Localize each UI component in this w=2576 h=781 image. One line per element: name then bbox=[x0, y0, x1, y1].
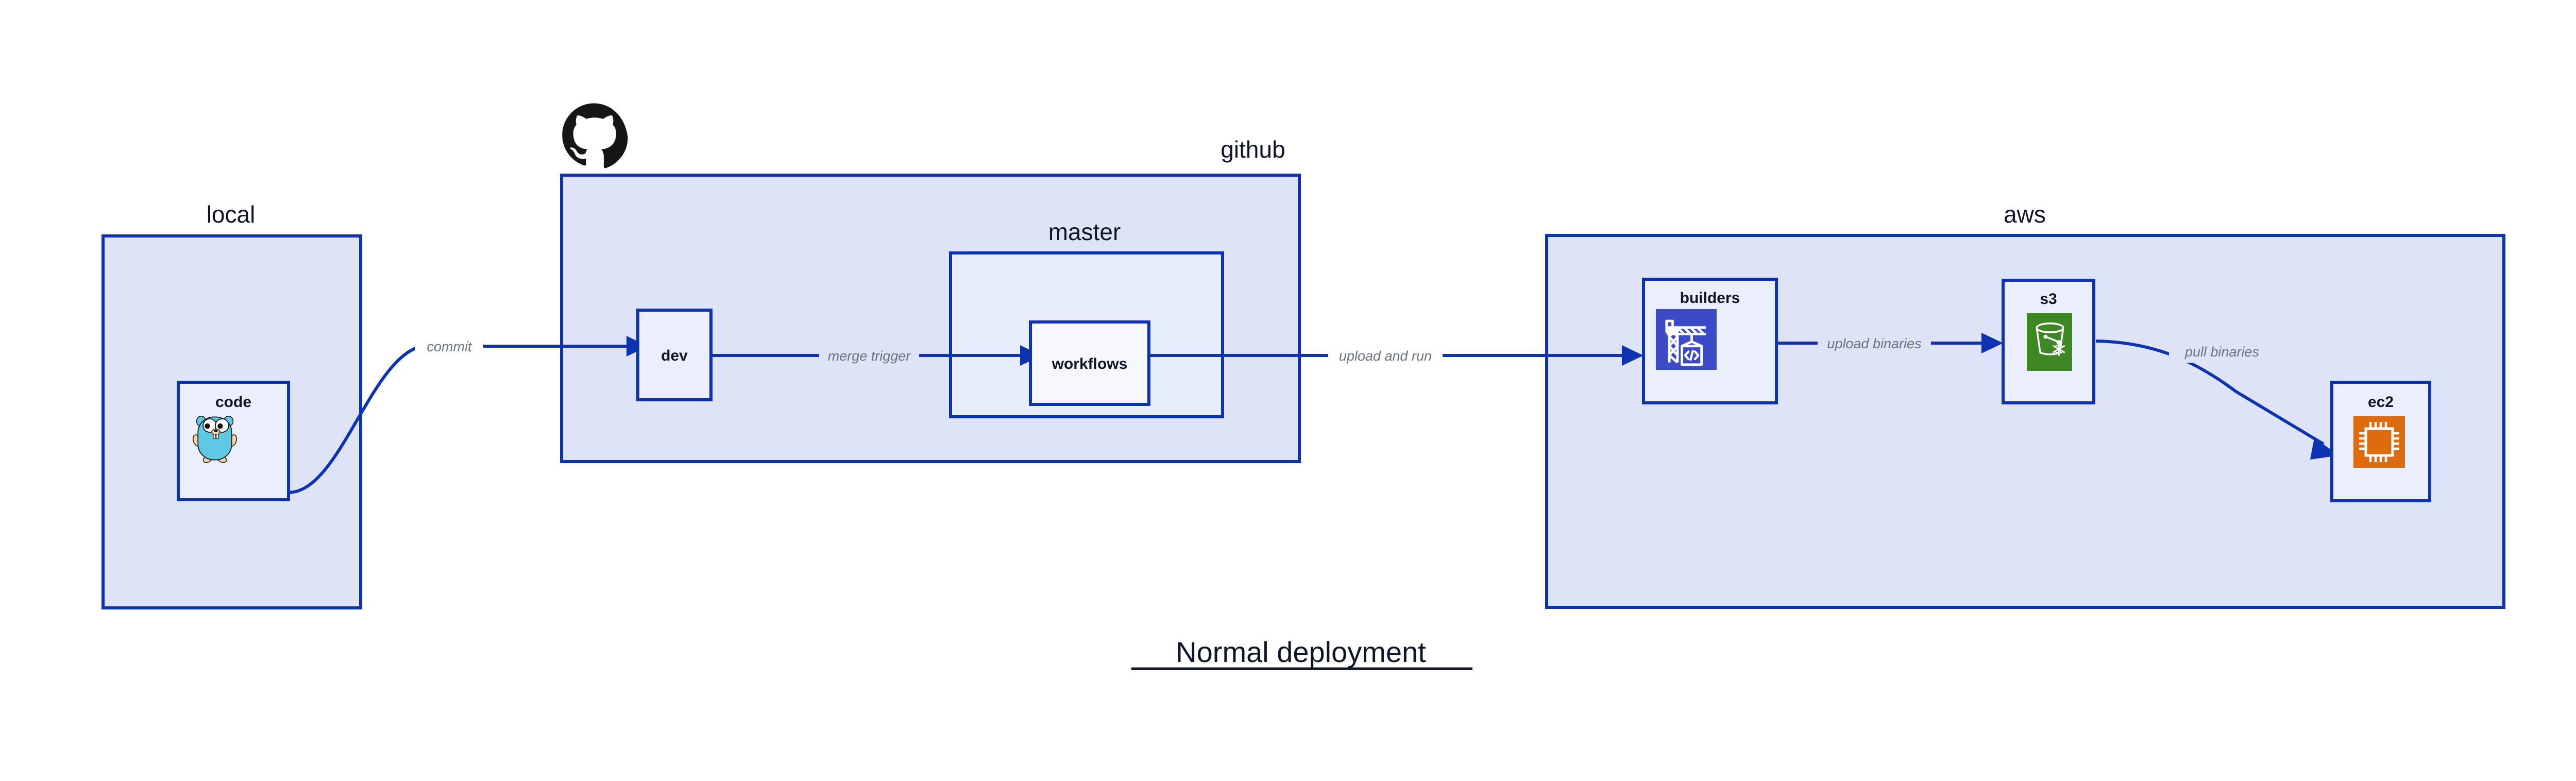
crane-code-icon-bg bbox=[1656, 309, 1717, 370]
diagram-caption: Normal deployment bbox=[1176, 636, 1426, 668]
node-builders[interactable]: builders bbox=[1642, 278, 1778, 404]
node-dev[interactable]: dev bbox=[636, 309, 713, 401]
edge-label-bg-merge-trigger bbox=[819, 344, 919, 367]
group-title-master: master bbox=[1048, 218, 1121, 245]
edge-label-bg-pull-binaries bbox=[2169, 340, 2275, 363]
node-label-code: code bbox=[215, 394, 251, 411]
arrow-head-upload-and-run bbox=[1622, 345, 1643, 366]
edge-upload-binaries: upload binaries bbox=[1754, 332, 2003, 354]
cpu-chip-icon-bg bbox=[2353, 416, 2405, 468]
diagram-caption-group: Normal deployment bbox=[1131, 636, 1472, 670]
node-label-ec2: ec2 bbox=[2368, 394, 2394, 411]
node-label-dev: dev bbox=[661, 347, 688, 364]
edge-pull-binaries: pull binaries bbox=[2095, 339, 2339, 460]
edge-upload-and-run: upload and run bbox=[1149, 344, 1643, 367]
node-box-workflows[interactable] bbox=[1029, 320, 1150, 406]
node-label-workflows: workflows bbox=[1052, 355, 1128, 372]
edge-label-upload-and-run: upload and run bbox=[1339, 348, 1432, 364]
group-title-local: local bbox=[207, 201, 256, 228]
edge-label-merge-trigger: merge trigger bbox=[828, 348, 911, 364]
group-title-github: github bbox=[1221, 136, 1285, 163]
node-s3[interactable]: s3 bbox=[2002, 279, 2095, 404]
edge-commit: commit bbox=[288, 335, 648, 494]
edge-merge-trigger: merge trigger bbox=[711, 344, 1042, 367]
edge-label-bg-commit bbox=[415, 335, 483, 358]
s3-bucket-icon-bg bbox=[2027, 313, 2072, 371]
edge-label-commit: commit bbox=[427, 339, 472, 354]
edge-label-bg-upload-and-run bbox=[1328, 344, 1443, 367]
edge-label-bg-upload-binaries bbox=[1818, 332, 1931, 354]
node-box-dev[interactable] bbox=[636, 309, 713, 401]
node-workflows[interactable]: workflows bbox=[1029, 320, 1150, 406]
edge-label-pull-binaries: pull binaries bbox=[2184, 344, 2259, 360]
arrow-head-upload-binaries bbox=[1981, 333, 2003, 353]
group-title-aws: aws bbox=[2004, 201, 2046, 228]
github-octocat-icon bbox=[562, 103, 628, 168]
node-code[interactable]: code bbox=[177, 381, 290, 501]
node-label-builders: builders bbox=[1680, 290, 1740, 307]
node-label-s3: s3 bbox=[2040, 291, 2057, 308]
edge-label-upload-binaries: upload binaries bbox=[1827, 336, 1921, 351]
node-ec2[interactable]: ec2 bbox=[2330, 381, 2431, 502]
